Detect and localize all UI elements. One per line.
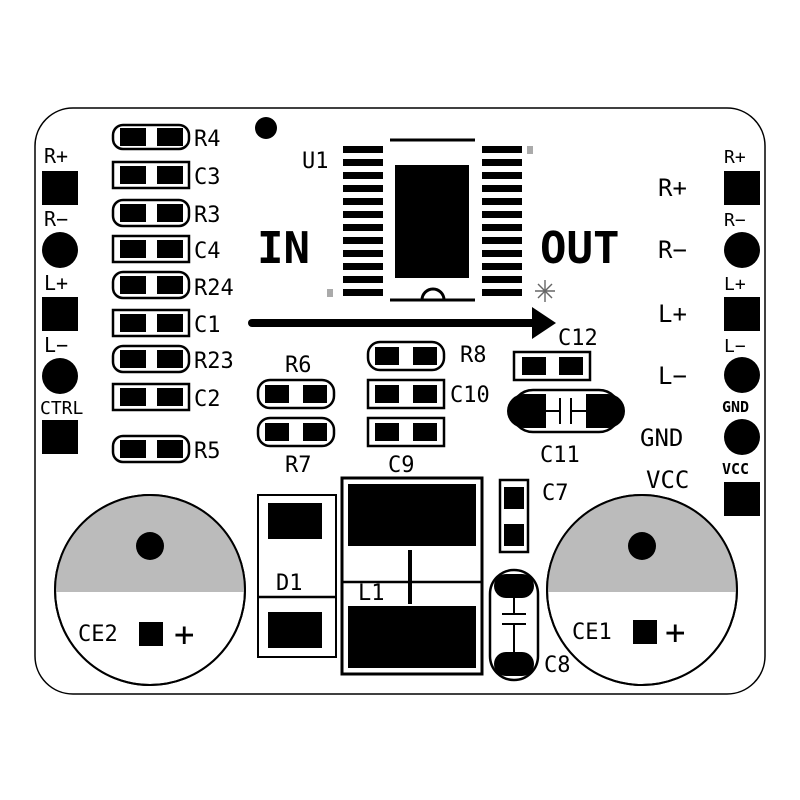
- c12: C12: [512, 326, 598, 382]
- label-out: OUT: [540, 223, 619, 274]
- label-l1: L1: [358, 581, 385, 606]
- pad-round: [42, 232, 78, 268]
- label-r4: R4: [194, 127, 221, 152]
- pad-square: [724, 297, 760, 331]
- ce2: CE2 +: [54, 494, 246, 686]
- c8: C8: [488, 568, 571, 682]
- plus-mark: +: [174, 615, 194, 655]
- label-u1: U1: [302, 149, 329, 174]
- label-ce1: CE1: [572, 620, 612, 645]
- label-c1: C1: [194, 313, 221, 338]
- label-r3: R3: [194, 203, 221, 228]
- pad-square: [724, 171, 760, 205]
- label-c4: C4: [194, 239, 221, 264]
- label-ce2: CE2: [78, 622, 118, 647]
- pad-round: [724, 357, 760, 393]
- label-r8: R8: [460, 343, 487, 368]
- label-c9: C9: [388, 453, 415, 478]
- asterisk-mark: [535, 280, 555, 302]
- label-r7: R7: [285, 453, 312, 478]
- rc-column: R4 C3 R3 C4 R24 C1 R23 C2 R5: [111, 123, 234, 464]
- right-pin-label-2: R−: [724, 210, 746, 231]
- ce1: CE1 +: [546, 494, 738, 686]
- right-pin-label-1: R+: [724, 147, 746, 168]
- out-label-6: VCC: [646, 466, 689, 494]
- left-pin-label-1: R+: [44, 144, 68, 168]
- left-pin-label-3: L+: [44, 271, 68, 295]
- pad-round: [724, 419, 760, 455]
- label-c11: C11: [540, 443, 580, 468]
- label-d1: D1: [276, 571, 303, 596]
- out-label-3: L+: [658, 300, 687, 328]
- label-r23: R23: [194, 349, 234, 374]
- pad-square: [42, 171, 78, 205]
- right-pin-label-5: GND: [722, 398, 749, 416]
- l1: L1: [340, 476, 484, 676]
- label-r24: R24: [194, 276, 234, 301]
- out-label-5: GND: [640, 424, 683, 452]
- label-in: IN: [257, 223, 310, 274]
- pad-square: [42, 297, 78, 331]
- out-label-2: R−: [658, 236, 687, 264]
- left-pin-label-4: L−: [44, 333, 68, 357]
- fiducial-dot: [255, 117, 277, 139]
- label-c2: C2: [194, 387, 221, 412]
- right-pin-label-4: L−: [724, 336, 746, 357]
- pad-square: [42, 420, 78, 454]
- right-pin-label-6: VCC: [722, 460, 749, 478]
- label-r5: R5: [194, 439, 221, 464]
- signal-arrow: [248, 307, 556, 339]
- left-header: R+ R− L+ L− CTRL: [40, 144, 84, 454]
- label-c12: C12: [558, 326, 598, 351]
- u1-chip: U1: [302, 138, 533, 302]
- out-label-1: R+: [658, 174, 687, 202]
- pad-round: [42, 358, 78, 394]
- label-r6: R6: [285, 353, 312, 378]
- label-c10: C10: [450, 383, 490, 408]
- output-labels: R+ R− L+ L− GND VCC: [640, 174, 689, 494]
- left-pin-label-5: CTRL: [40, 398, 84, 419]
- d1: D1: [257, 494, 337, 658]
- pad-square: [724, 482, 760, 516]
- left-pin-label-2: R−: [44, 207, 68, 231]
- label-c8: C8: [544, 653, 571, 678]
- c11: C11: [507, 388, 625, 468]
- label-c3: C3: [194, 165, 221, 190]
- pad-round: [724, 232, 760, 268]
- c7: C7: [498, 478, 569, 554]
- right-header: R+ R− L+ L− GND VCC: [722, 147, 760, 516]
- r8-c10: R8 C10 C9: [366, 340, 490, 478]
- right-pin-label-3: L+: [724, 274, 746, 295]
- label-c7: C7: [542, 481, 569, 506]
- out-label-4: L−: [658, 362, 687, 390]
- plus-mark: +: [665, 613, 685, 653]
- r6-r7: R6 R7: [256, 353, 336, 478]
